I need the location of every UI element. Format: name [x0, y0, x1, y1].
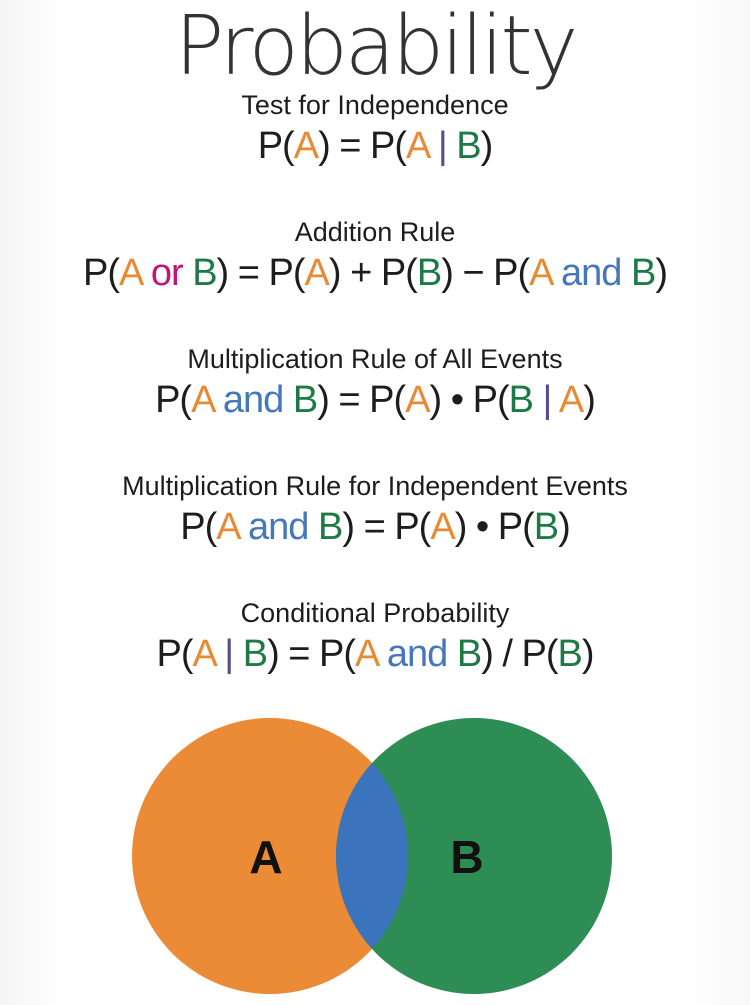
formula-segment: B — [456, 125, 481, 167]
formula-segment: and — [222, 379, 284, 421]
formula-segment: and — [248, 506, 309, 548]
formula-segment: B — [242, 633, 268, 675]
formula-segment: B — [416, 252, 442, 294]
formula-segment — [141, 252, 151, 294]
formula-segment: B — [456, 633, 482, 675]
formula: P(A and B) = P(A) • P(B) — [0, 503, 750, 552]
formula-segment: ) — [581, 633, 595, 675]
formula-segment: A — [558, 379, 584, 421]
formula-segment: and — [386, 633, 448, 675]
formula-segment: ) — [655, 252, 668, 294]
formula-segment: | — [542, 379, 553, 421]
formula-segment: B — [557, 633, 583, 675]
formula-segment — [447, 633, 457, 675]
venn-diagram: A B — [132, 718, 612, 994]
formula-segment: P( — [156, 633, 193, 675]
formula-segment: ) = P( — [318, 125, 407, 167]
formula: P(A or B) = P(A) + P(B) − P(A and B) — [0, 249, 750, 298]
formula-segment: ) + P( — [328, 252, 418, 294]
formula-segment: ) = P( — [317, 379, 406, 421]
formula-segment — [551, 252, 561, 294]
formula-segment: B — [630, 252, 656, 294]
formula-segment: B — [508, 379, 534, 421]
formula-segment — [283, 379, 293, 421]
formula-segment: A — [216, 506, 239, 548]
formula-segment: A — [406, 125, 429, 167]
formula-segment — [213, 379, 223, 421]
formula-segment — [233, 633, 243, 675]
section-heading: Multiplication Rule of All Events — [187, 344, 563, 374]
poster-title: Probability — [174, 0, 578, 94]
formula-segment: P( — [155, 379, 192, 421]
section-heading: Addition Rule — [294, 217, 456, 247]
formula-segment: B — [533, 506, 559, 548]
venn-circle-a — [132, 718, 408, 994]
formula-segment: ) — [480, 125, 494, 167]
formula-segment: A — [192, 633, 215, 675]
formula-segment: ) = P( — [216, 252, 306, 294]
section-heading: Conditional Probability — [240, 598, 510, 628]
formula-segment: ) — [558, 506, 571, 548]
formula-segment: ) — [583, 379, 596, 421]
formula-segment — [215, 633, 225, 675]
formula-segment: A — [355, 633, 378, 675]
formula-segment: ) − P( — [441, 252, 530, 294]
formula-segment: A — [293, 125, 319, 167]
formula-segment — [308, 506, 318, 548]
formula-segment: ) • P( — [429, 379, 510, 421]
formula-segment: B — [192, 252, 217, 294]
formula: P(A and B) = P(A) • P(B | A) — [0, 376, 750, 425]
formula-segment: ) = P( — [342, 506, 431, 548]
formula-segment: B — [292, 379, 318, 421]
formula-segment: ) = P( — [267, 633, 356, 675]
formula-segment: P( — [257, 125, 295, 167]
formula-segment: | — [224, 633, 234, 675]
venn-label-b: B — [450, 831, 483, 883]
section-heading: Multiplication Rule for Independent Even… — [122, 471, 628, 501]
formula-segment — [533, 379, 543, 421]
formula-segment: A — [191, 379, 214, 421]
formula-segment — [183, 252, 193, 294]
formula-section: Multiplication Rule for Independent Even… — [0, 469, 750, 552]
section-heading: Test for Independence — [241, 90, 509, 120]
formula-segment: or — [150, 252, 184, 294]
formula: P(A | B) = P(A and B) / P(B) — [0, 630, 750, 679]
venn-label-a: A — [249, 831, 282, 883]
formula-segment: ) / P( — [481, 633, 558, 675]
formula-segment: | — [437, 125, 448, 167]
formula-segment: P( — [83, 252, 120, 294]
formula-segment: ) • P( — [454, 506, 535, 548]
formula-segment — [447, 125, 457, 167]
formula-segment: A — [304, 252, 330, 294]
formula-segment — [377, 633, 387, 675]
formula-segment: B — [318, 506, 343, 548]
formula-segment — [428, 125, 438, 167]
formula-segment: A — [529, 252, 552, 294]
formula: P(A) = P(A | B) — [0, 122, 750, 171]
formula-segment: and — [560, 252, 622, 294]
formula-segment: A — [430, 506, 455, 548]
formula-segment — [551, 379, 558, 421]
formula-segment — [621, 252, 631, 294]
formula-segment: P( — [180, 506, 217, 548]
formula-segment — [238, 506, 248, 548]
venn-circle-b — [336, 718, 612, 994]
formula-segment: A — [405, 379, 430, 421]
formula-segment: A — [119, 252, 142, 294]
